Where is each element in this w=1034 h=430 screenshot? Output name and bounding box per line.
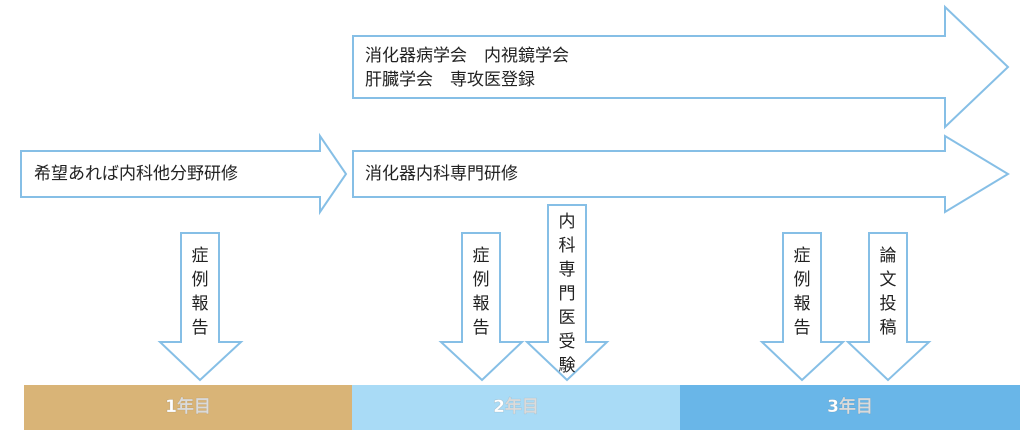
top-arrow-line2: 肝臓学会 専攻医登録	[365, 70, 535, 90]
down-arrow-2	[438, 232, 525, 382]
down-arrow-1-label: 症例報告	[191, 246, 209, 338]
down-arrow-5	[845, 232, 932, 382]
down-arrow-3	[524, 204, 610, 382]
timeline-year-3: 3年目	[680, 385, 1020, 430]
timeline-year-2: 2年目	[352, 385, 680, 430]
timeline-year-1: 1年目	[24, 385, 352, 430]
arrow-top-band	[352, 4, 1010, 130]
top-arrow-line1: 消化器病学会 内視鏡学会	[365, 46, 569, 66]
arrow-mid-band	[352, 134, 1010, 214]
arrow-left-band	[20, 132, 348, 216]
left-arrow-label: 希望あれば内科他分野研修	[34, 164, 238, 184]
down-arrow-4-label: 症例報告	[793, 246, 811, 338]
down-arrow-1	[157, 232, 244, 382]
mid-arrow-label: 消化器内科専門研修	[365, 164, 518, 184]
down-arrow-2-label: 症例報告	[472, 246, 490, 338]
down-arrow-4	[759, 232, 846, 382]
down-arrow-5-label: 論文投稿	[879, 246, 897, 338]
down-arrow-3-label: 内科専門医受験	[558, 212, 576, 376]
